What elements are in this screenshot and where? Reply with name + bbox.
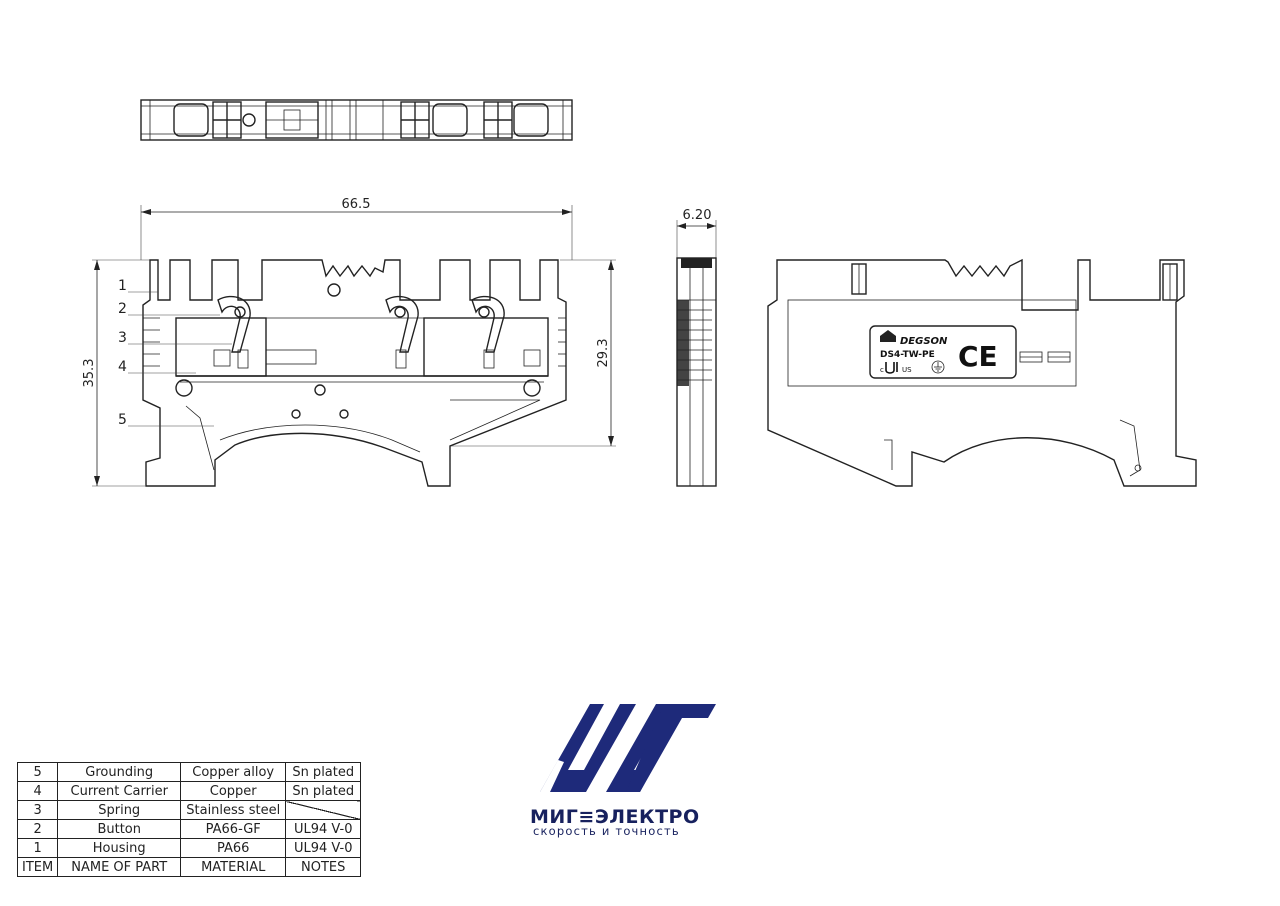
callout-4: 4	[118, 359, 127, 375]
notes-cell: UL94 V-0	[285, 819, 362, 839]
notes-cell: UL94 V-0	[285, 838, 362, 858]
header-material: MATERIAL	[180, 857, 287, 877]
item-cell: 3	[16, 800, 59, 820]
item-cell: 2	[16, 819, 59, 839]
ul-icon	[885, 362, 898, 374]
brand-name: DEGSON	[900, 336, 948, 347]
dim-total-height: 35.3	[82, 359, 97, 388]
ul-c-mark: c	[880, 366, 884, 374]
table-row: 4 Current Carrier Copper Sn plated	[16, 781, 362, 801]
name-cell: Housing	[57, 838, 182, 858]
item-cell: 1	[16, 838, 59, 858]
header-name: NAME OF PART	[57, 857, 182, 877]
callout-5: 5	[118, 412, 127, 428]
header-notes: NOTES	[285, 857, 362, 877]
name-cell: Current Carrier	[57, 781, 182, 801]
name-cell: Button	[57, 819, 182, 839]
table-row: 1 Housing PA66 UL94 V-0	[16, 838, 362, 858]
material-cell: PA66	[180, 838, 287, 858]
model-name: DS4-TW-PE	[880, 350, 935, 360]
table-row: 3 Spring Stainless steel	[16, 800, 362, 820]
header-item: ITEM	[16, 857, 59, 877]
top-view	[140, 99, 573, 141]
front-view: 66.5 35.3 29.3	[82, 197, 616, 487]
table-row: 2 Button PA66-GF UL94 V-0	[16, 819, 362, 839]
dim-thickness: 6.20	[683, 208, 712, 223]
ground-symbol-icon	[931, 360, 945, 374]
logo-name: МИГ≡ЭЛЕКТРО	[530, 806, 700, 828]
material-cell: Copper alloy	[180, 762, 287, 782]
item-cell: 4	[16, 781, 59, 801]
logo-mark	[540, 704, 716, 792]
material-cell: PA66-GF	[180, 819, 287, 839]
dim-inner-height: 29.3	[596, 339, 611, 368]
material-cell: Copper	[180, 781, 287, 801]
notes-cell: Sn plated	[285, 762, 362, 782]
callout-3: 3	[118, 330, 127, 346]
ce-mark: CE	[958, 340, 998, 373]
notes-cell	[285, 800, 362, 820]
item-cell: 5	[16, 762, 59, 782]
label-plate	[869, 325, 1017, 379]
logo-tagline: скорость и точность	[533, 824, 680, 838]
side-view: 6.20	[676, 208, 717, 487]
notes-cell: Sn plated	[285, 781, 362, 801]
table-row: 5 Grounding Copper alloy Sn plated	[16, 762, 362, 782]
callouts: 1 2 3 4 5	[118, 278, 232, 428]
callout-1: 1	[118, 278, 127, 294]
back-view: DEGSON DS4-TW-PE CE c US	[767, 258, 1197, 487]
material-cell: Stainless steel	[180, 800, 287, 820]
table-header-row: ITEM NAME OF PART MATERIAL NOTES	[16, 857, 362, 877]
callout-2: 2	[118, 301, 127, 317]
parts-table: 5 Grounding Copper alloy Sn plated 4 Cur…	[16, 762, 362, 877]
name-cell: Grounding	[57, 762, 182, 782]
name-cell: Spring	[57, 800, 182, 820]
ul-us-mark: US	[902, 366, 912, 374]
dim-width: 66.5	[342, 197, 371, 212]
